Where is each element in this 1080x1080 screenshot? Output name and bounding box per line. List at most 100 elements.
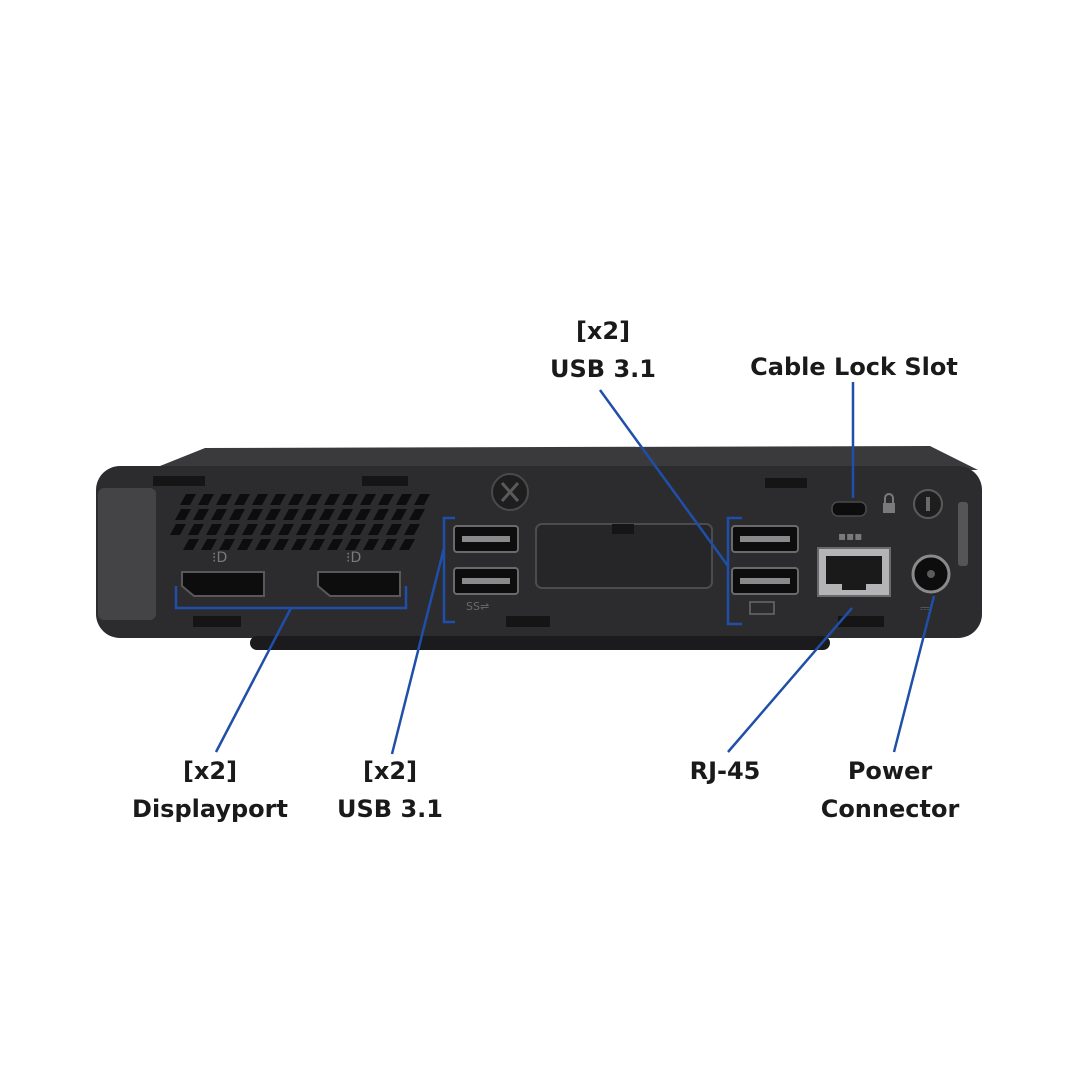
vent-slot (386, 524, 402, 535)
vent-slot (309, 539, 325, 550)
vent-slot (237, 539, 253, 550)
vent-slot (314, 524, 330, 535)
usb-port-tongue (740, 578, 790, 584)
vent-slot (255, 539, 271, 550)
vent-slot (291, 539, 307, 550)
vent-slot (234, 494, 250, 505)
displayport-count: [x2] (182, 757, 238, 785)
displayport-port: ⁝D (181, 550, 265, 597)
vent-slot (342, 494, 358, 505)
vent-slot (216, 494, 232, 505)
usb-bottom-name: USB 3.1 (337, 795, 443, 823)
displayport-name: Displayport (132, 795, 288, 823)
usb-top-count: [x2] (575, 317, 631, 345)
chassis-side-rail (958, 502, 968, 566)
vent-slot (345, 539, 361, 550)
vent-slot (265, 509, 281, 520)
vent-slot (288, 494, 304, 505)
cable-lock-slot (831, 501, 867, 517)
rj45-port: ▪▪▪ (817, 529, 891, 597)
vent-slot (224, 524, 240, 535)
vent-slot (381, 539, 397, 550)
power-leader (892, 595, 936, 753)
vent-slot (301, 509, 317, 520)
vent-slot (260, 524, 276, 535)
chassis-top-edge (150, 446, 978, 470)
rj45-name: RJ-45 (689, 757, 761, 785)
vent-slot (270, 494, 286, 505)
vent-slot (327, 539, 343, 550)
vent-slot (175, 509, 191, 520)
vent-slot (170, 524, 186, 535)
chassis-notch (765, 478, 807, 488)
vent-slot (404, 524, 420, 535)
label-displayport: [x2] Displayport (122, 752, 298, 828)
label-usb-bottom: [x2] USB 3.1 (315, 752, 465, 828)
vent-slot (368, 524, 384, 535)
chassis-foot-slot (838, 616, 884, 627)
chassis-side-handle (98, 488, 156, 620)
vent-slot (319, 509, 335, 520)
vent-slot (193, 509, 209, 520)
vent-slot (211, 509, 227, 520)
usb-superspeed-icon: SS⇌ (466, 600, 489, 613)
vent-slot (414, 494, 430, 505)
vent-slot (296, 524, 312, 535)
displayport-port: ⁝D (317, 550, 401, 597)
vent-slot (360, 494, 376, 505)
thumbscrew-icon (491, 473, 529, 511)
power-button-indicator (926, 497, 930, 511)
vent-slot (337, 509, 353, 520)
rj45-leader (727, 607, 853, 753)
vent-slot (396, 494, 412, 505)
chassis-foot-slot (193, 616, 241, 627)
vent-slot (242, 524, 258, 535)
vent-slot (355, 509, 371, 520)
vent-slot (247, 509, 263, 520)
label-usb-top: [x2] USB 3.1 (528, 312, 678, 388)
expansion-slot-tab (612, 524, 634, 534)
vent-slot (188, 524, 204, 535)
usb-port-tongue (462, 536, 510, 542)
ventilation-grille (170, 494, 430, 550)
usb-left-leader (390, 547, 446, 755)
power-connector-pin (927, 570, 935, 578)
network-icon: ▪▪▪ (838, 529, 862, 543)
vent-slot (332, 524, 348, 535)
usb-left-bracket (442, 516, 455, 624)
usb-bottom-count: [x2] (362, 757, 418, 785)
vent-slot (378, 494, 394, 505)
vent-slot (180, 494, 196, 505)
displayport-leader (214, 607, 293, 753)
label-rj45: RJ-45 (665, 752, 785, 790)
vent-slot (409, 509, 425, 520)
vent-slot (278, 524, 294, 535)
vent-slot (324, 494, 340, 505)
label-cable-lock: Cable Lock Slot (738, 348, 970, 386)
usb-port-tongue (462, 578, 510, 584)
usb-right-bracket (726, 516, 742, 626)
vent-slot (363, 539, 379, 550)
lock-icon (883, 493, 895, 513)
vent-slot (183, 539, 199, 550)
chassis-notch (362, 476, 408, 486)
usb-port-tongue (740, 536, 790, 542)
power-dc-icon: ⎓ (920, 601, 930, 615)
displayport-icon: ⁝D (346, 550, 361, 566)
power-line2: Connector (820, 795, 960, 823)
chassis-bottom-shadow (250, 636, 830, 650)
vent-slot (306, 494, 322, 505)
vent-slot (283, 509, 299, 520)
vent-slot (373, 509, 389, 520)
vent-slot (219, 539, 235, 550)
cable-lock-name: Cable Lock Slot (750, 353, 958, 381)
usb-right-leader (598, 389, 730, 567)
usb-top-name: USB 3.1 (550, 355, 656, 383)
vent-slot (391, 509, 407, 520)
power-line1: Power (847, 757, 933, 785)
label-power: Power Connector (800, 752, 980, 828)
vent-slot (206, 524, 222, 535)
keyboard-icon (749, 601, 775, 615)
vent-slot (252, 494, 268, 505)
vent-slot (229, 509, 245, 520)
